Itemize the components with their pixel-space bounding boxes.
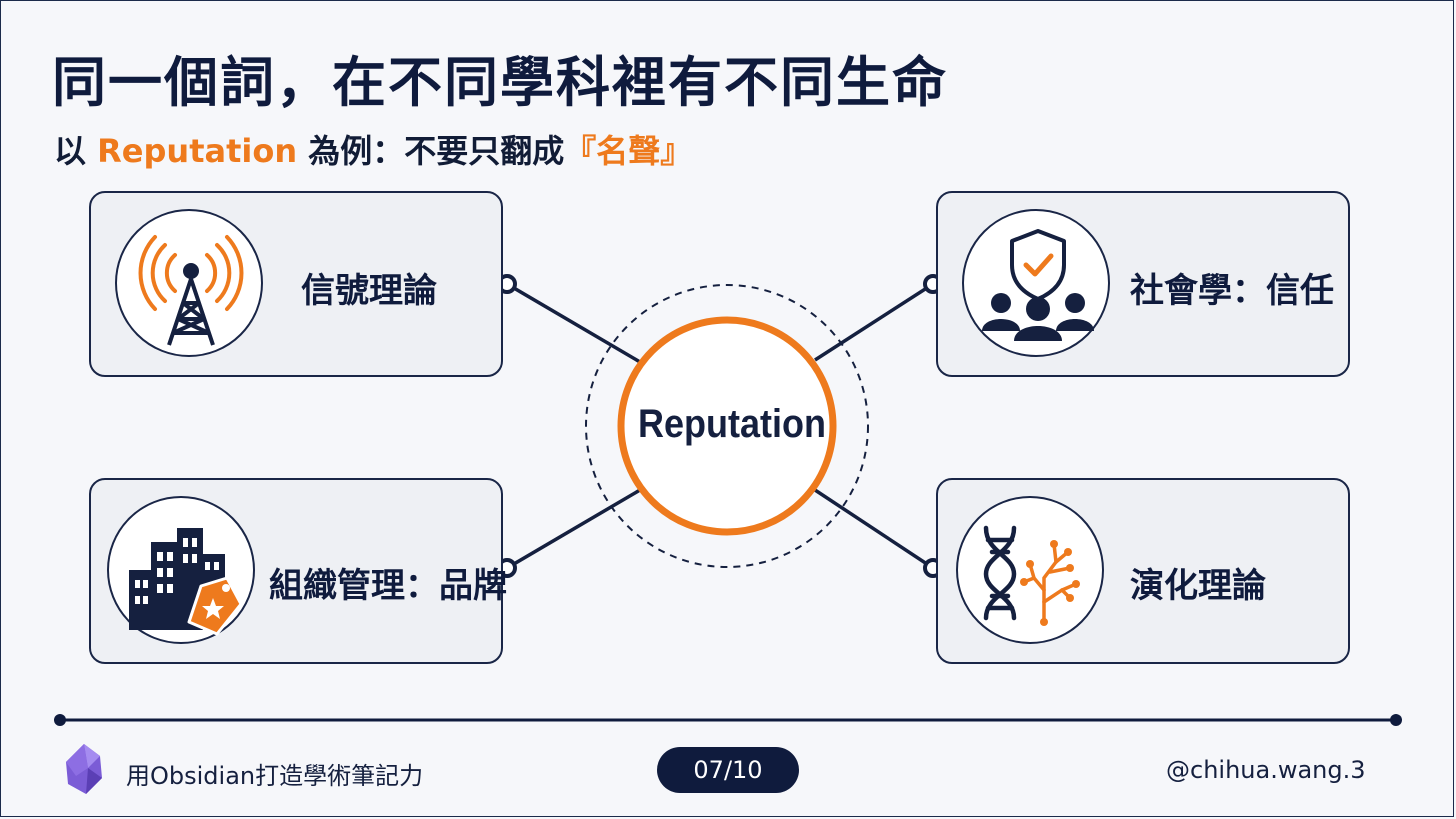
card-evolution-theory: 演化理論 <box>936 478 1350 664</box>
radio-tower-icon <box>115 209 263 357</box>
dashed-ring <box>585 284 869 568</box>
card-label-evolution: 演化理論 <box>1130 566 1266 606</box>
shield-people-icon <box>962 209 1110 357</box>
subtitle-highlight: 『名聲』 <box>564 132 693 170</box>
connector-sociology <box>814 282 934 362</box>
card-label-organization: 組織管理：品牌 <box>269 566 507 606</box>
building-tag-icon <box>107 496 255 644</box>
reputation-circle <box>617 316 837 536</box>
connector-organization <box>506 488 641 570</box>
author-handle: @chihua.wang.3 <box>1166 756 1366 784</box>
card-sociology-trust: 社會學：信任 <box>936 191 1350 377</box>
subtitle-prefix: 以 <box>54 132 98 170</box>
card-signaling-theory: 信號理論 <box>89 191 503 377</box>
card-organization-brand: 組織管理：品牌 <box>89 478 507 664</box>
slide-subtitle: 以 Reputation 為例：不要只翻成『名聲』 <box>54 126 692 172</box>
subtitle-term: Reputation <box>97 132 298 170</box>
connector-signaling <box>506 282 641 364</box>
slide-title: 同一個詞，在不同學科裡有不同生命 <box>52 51 948 114</box>
dna-tree-icon <box>956 496 1104 644</box>
subtitle-middle: 為例：不要只翻成 <box>297 132 565 170</box>
center-label: Reputation <box>638 402 826 446</box>
card-label-sociology: 社會學：信任 <box>1130 271 1334 311</box>
series-name: 用Obsidian打造學術筆記力 <box>126 762 424 790</box>
obsidian-logo-icon <box>66 744 102 794</box>
connector-evolution <box>814 488 934 570</box>
card-label-signaling: 信號理論 <box>301 271 437 311</box>
page-indicator: 07/10 <box>657 747 799 793</box>
